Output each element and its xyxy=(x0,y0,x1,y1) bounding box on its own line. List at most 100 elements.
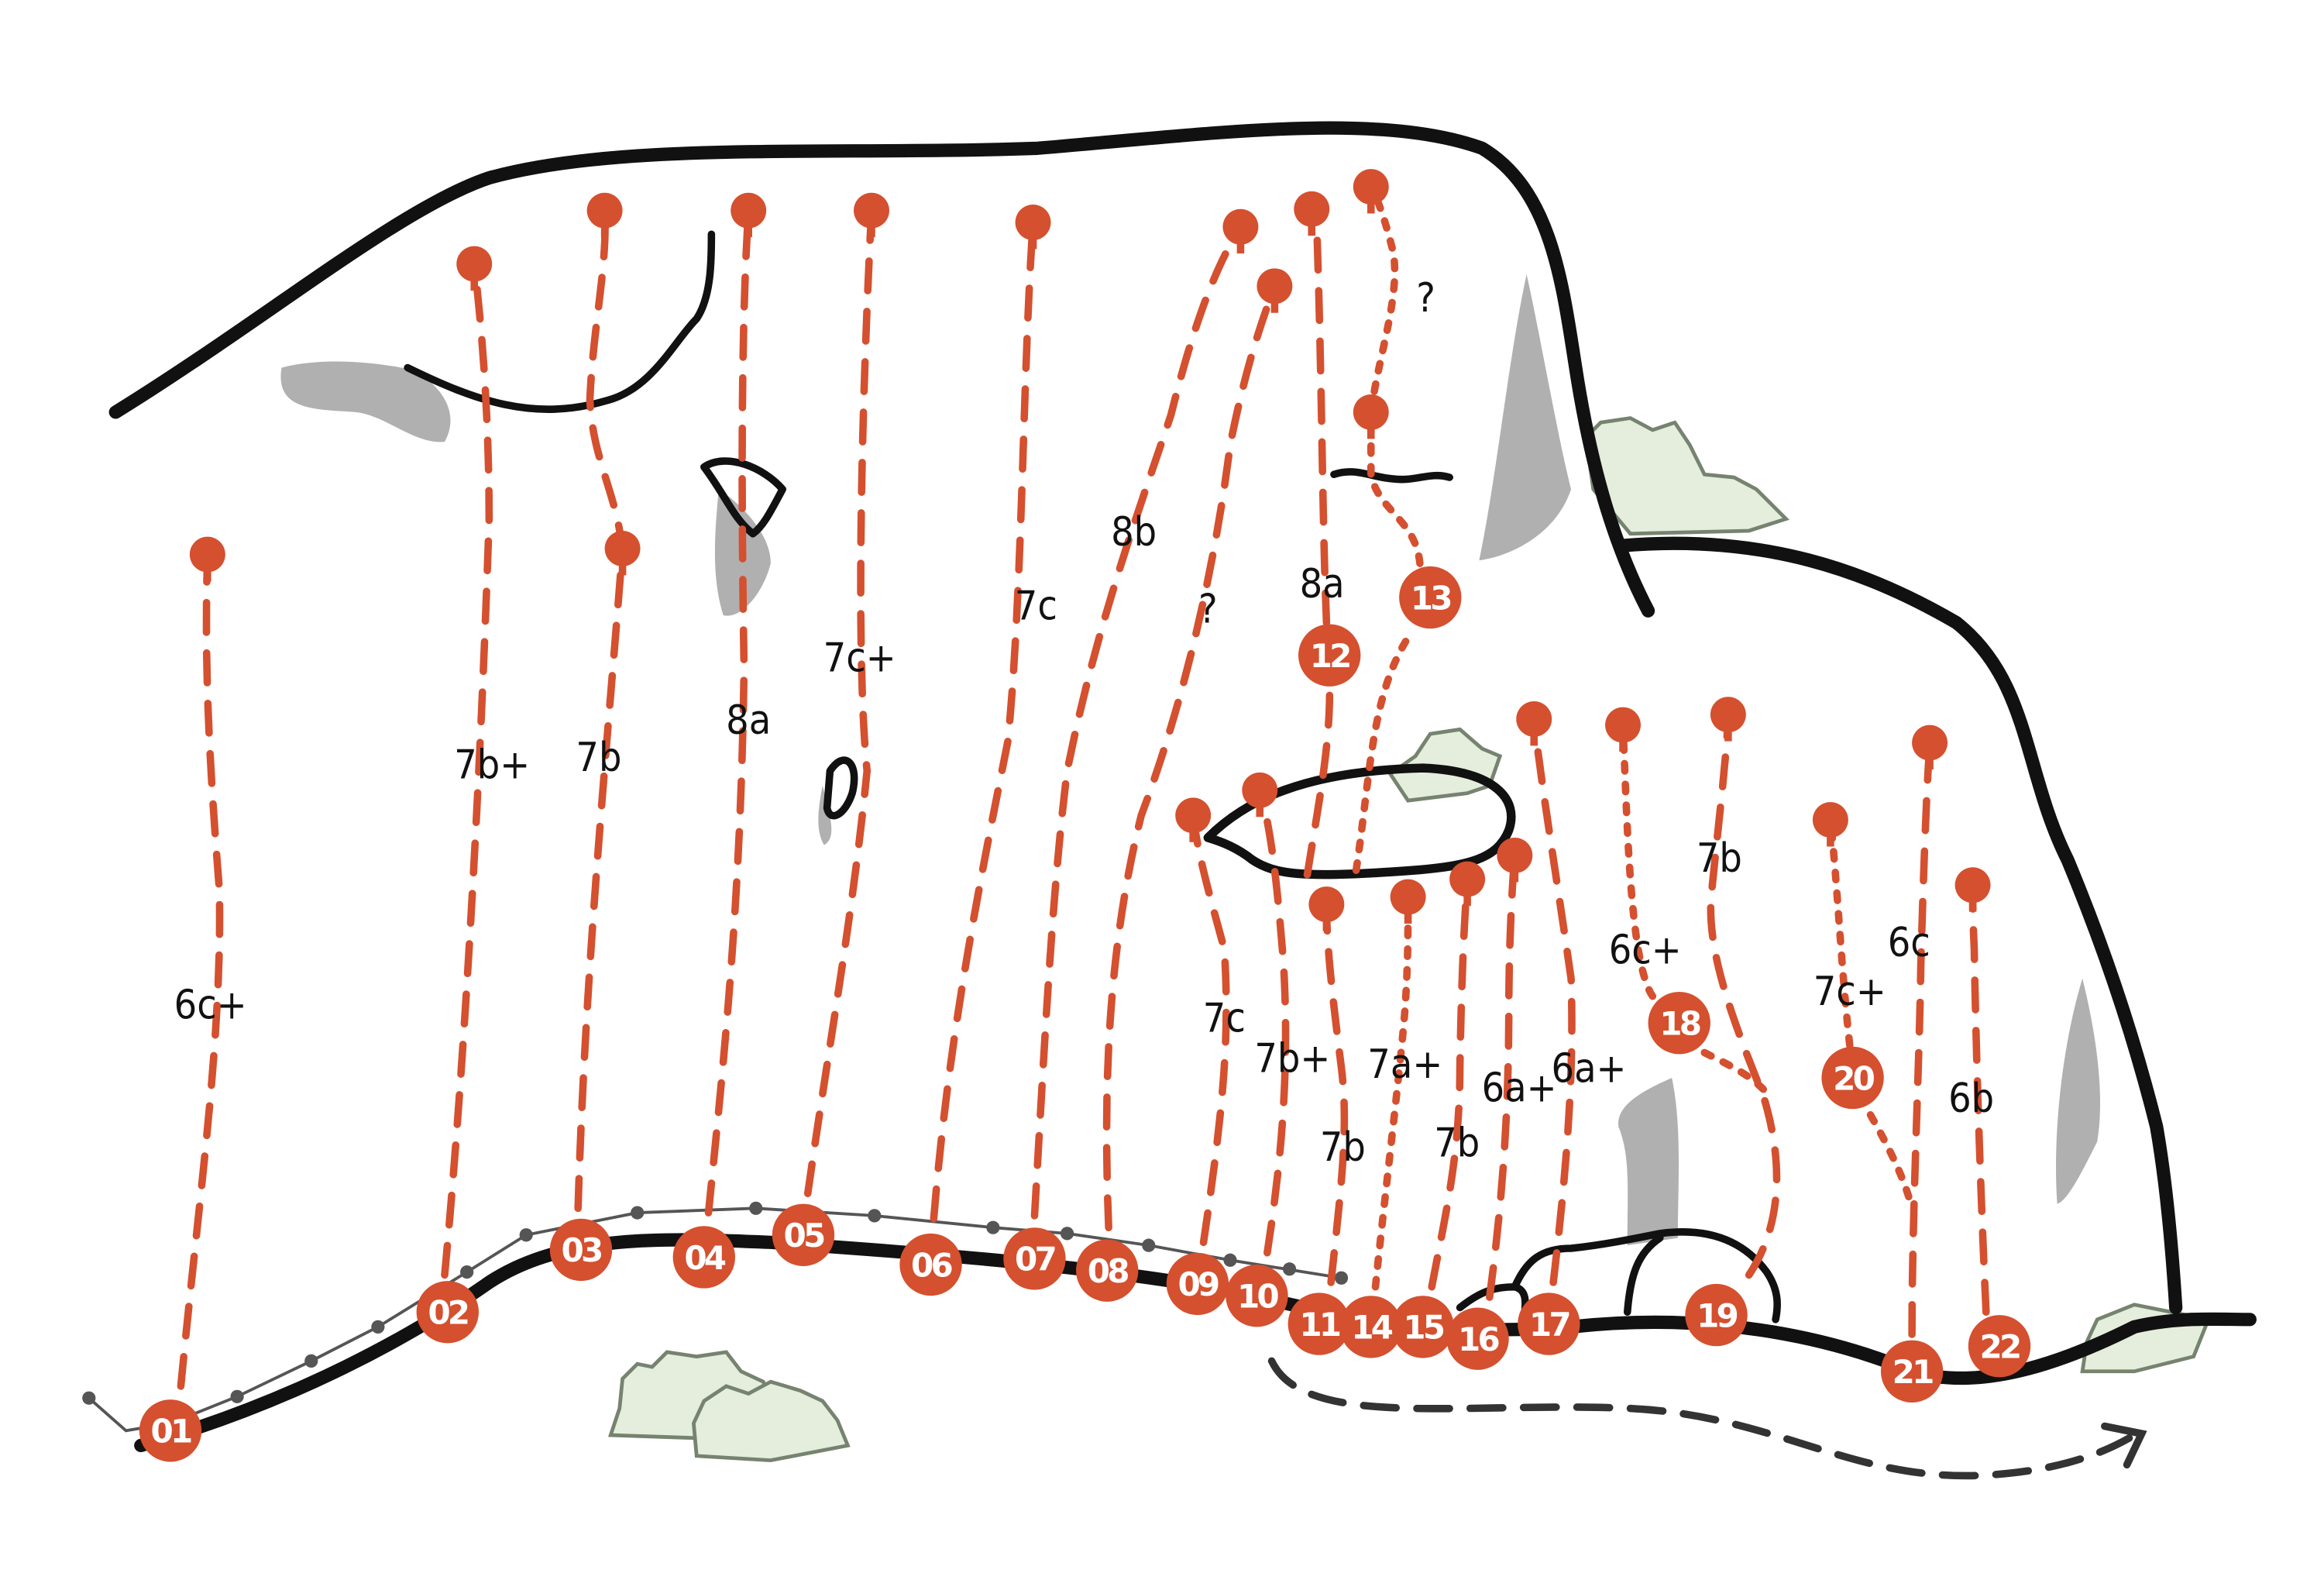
badge-circle xyxy=(899,1233,962,1296)
path-marker xyxy=(986,1220,1000,1234)
badge-circle xyxy=(1968,1315,2031,1378)
route-number: 21 xyxy=(1893,1353,1933,1391)
grade-label: 7b+ xyxy=(454,742,530,788)
grade-label: 7c+ xyxy=(823,635,896,682)
route-badge-21[interactable]: 21 xyxy=(1880,1340,1944,1403)
route-08[interactable] xyxy=(1102,268,1293,1231)
route-badge-14[interactable]: 14 xyxy=(1339,1296,1402,1358)
routes xyxy=(177,169,1991,1390)
grade-label: 6a+ xyxy=(1552,1046,1627,1093)
route-badge-17[interactable]: 17 xyxy=(1518,1292,1580,1355)
route-badge-20[interactable]: 20 xyxy=(1821,1046,1884,1110)
route-number: 12 xyxy=(1310,637,1349,675)
route-badge-15[interactable]: 15 xyxy=(1391,1296,1454,1358)
route-badge-02[interactable]: 02 xyxy=(416,1281,479,1344)
route-06[interactable] xyxy=(930,205,1051,1223)
badge-circle xyxy=(672,1226,735,1289)
route-13[interactable] xyxy=(1352,169,1424,874)
route-number: 02 xyxy=(428,1294,467,1332)
badge-circle xyxy=(1003,1227,1066,1290)
anchor-icon xyxy=(731,192,767,229)
grade-label: 7b xyxy=(1697,835,1742,882)
route-badge-19[interactable]: 19 xyxy=(1685,1283,1748,1347)
badge-circle xyxy=(772,1203,835,1266)
route-number: 13 xyxy=(1411,579,1450,617)
badge-circle xyxy=(1648,991,1710,1055)
path-marker xyxy=(1060,1227,1074,1241)
route-04[interactable] xyxy=(704,192,767,1217)
route-03[interactable] xyxy=(574,192,641,1213)
route-21[interactable] xyxy=(1908,725,1948,1338)
route-05[interactable] xyxy=(803,192,889,1197)
route-07[interactable] xyxy=(1030,208,1259,1220)
bush xyxy=(691,1379,851,1462)
cliff-top-outline xyxy=(108,121,1655,618)
route-number: 06 xyxy=(911,1246,952,1284)
anchor-icon xyxy=(1015,205,1051,240)
path-marker xyxy=(371,1320,385,1334)
route-badge-08[interactable]: 08 xyxy=(1076,1239,1139,1302)
route-badge-12[interactable]: 12 xyxy=(1298,624,1361,687)
route-badge-18[interactable]: 18 xyxy=(1648,991,1710,1055)
bush xyxy=(1583,416,1789,536)
route-22[interactable] xyxy=(1954,867,1991,1317)
route-14[interactable] xyxy=(1371,879,1426,1291)
route-11[interactable] xyxy=(1308,886,1349,1286)
route-line xyxy=(574,206,627,1213)
route-09[interactable] xyxy=(1175,797,1230,1247)
anchor-icon xyxy=(854,192,889,229)
route-16[interactable] xyxy=(1486,838,1533,1301)
route-number: 09 xyxy=(1177,1265,1218,1303)
route-02[interactable] xyxy=(441,246,493,1279)
route-line xyxy=(1352,183,1424,874)
anchor-icon xyxy=(1308,886,1345,923)
anchor-icon xyxy=(456,246,493,282)
route-12[interactable] xyxy=(1294,191,1334,879)
approach-arrow xyxy=(1267,1357,2147,1480)
route-line xyxy=(1486,852,1519,1301)
route-badge-11[interactable]: 11 xyxy=(1287,1292,1350,1355)
route-18[interactable] xyxy=(1605,707,1768,1094)
path-marker xyxy=(1334,1271,1349,1285)
roof-outline xyxy=(404,230,716,413)
route-badge-07[interactable]: 07 xyxy=(1003,1227,1066,1290)
route-15[interactable] xyxy=(1428,861,1486,1291)
anchor-icon xyxy=(586,192,623,229)
route-badge-10[interactable]: 10 xyxy=(1226,1265,1288,1327)
badge-circle xyxy=(1339,1296,1402,1358)
route-line xyxy=(441,260,493,1279)
route-badge-06[interactable]: 06 xyxy=(899,1233,962,1296)
grade-label: ? xyxy=(1198,587,1218,633)
route-17[interactable] xyxy=(1516,700,1576,1286)
route-badge-05[interactable]: 05 xyxy=(772,1203,835,1266)
bush xyxy=(607,1350,774,1440)
anchor-icon xyxy=(1954,867,1991,904)
grade-label: 8a xyxy=(1300,561,1345,608)
grade-label: 7b xyxy=(1434,1120,1480,1166)
grade-label: 7c xyxy=(1203,996,1246,1042)
anchor-icon xyxy=(604,530,641,566)
grade-label: 7c+ xyxy=(1813,969,1886,1015)
anchor-icon xyxy=(1242,772,1278,808)
route-badge-22[interactable]: 22 xyxy=(1968,1315,2031,1378)
route-number: 14 xyxy=(1351,1309,1392,1347)
pocket-outline xyxy=(700,457,786,538)
grade-label: 6c xyxy=(1888,920,1930,966)
route-badge-01[interactable]: 01 xyxy=(139,1399,202,1462)
route-badge-09[interactable]: 09 xyxy=(1166,1252,1229,1316)
anchor-icon xyxy=(1449,861,1486,897)
anchor-icon xyxy=(1812,802,1848,838)
route-19[interactable] xyxy=(1707,697,1781,1279)
route-10[interactable] xyxy=(1242,772,1290,1257)
route-badge-16[interactable]: 16 xyxy=(1446,1307,1509,1370)
route-badge-03[interactable]: 03 xyxy=(549,1218,613,1282)
route-01[interactable] xyxy=(177,536,225,1390)
route-badge-13[interactable]: 13 xyxy=(1399,566,1462,629)
route-number: 05 xyxy=(784,1217,824,1255)
route-20[interactable] xyxy=(1812,802,1916,1213)
route-line xyxy=(1030,222,1245,1220)
route-line xyxy=(1102,282,1279,1231)
route-badge-04[interactable]: 04 xyxy=(672,1226,735,1289)
route-number: 17 xyxy=(1529,1306,1569,1344)
